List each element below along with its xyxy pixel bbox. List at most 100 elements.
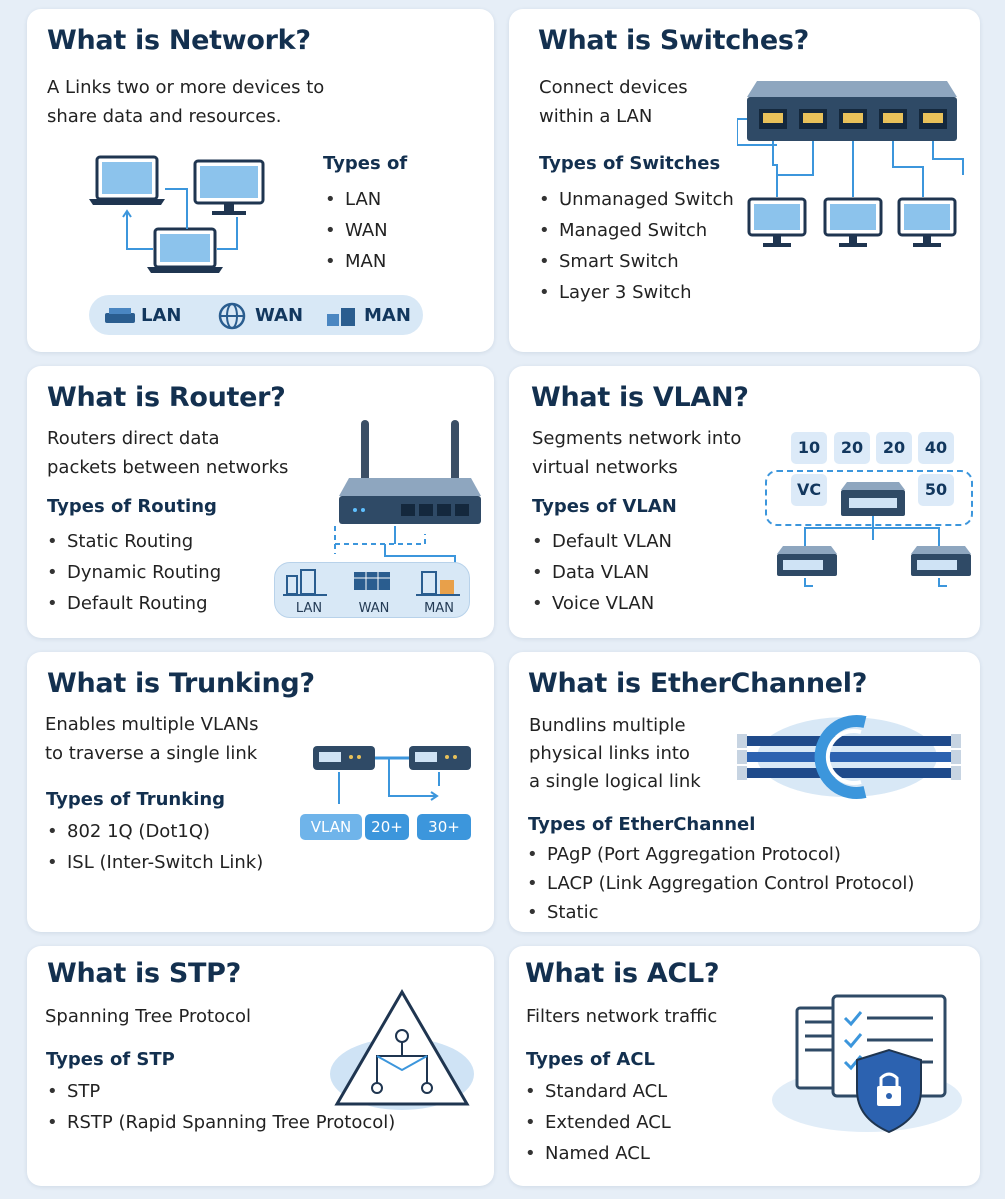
list-item: PAgP (Port Aggregation Protocol) — [527, 840, 914, 869]
trunk-vlan-box: 20+ — [365, 814, 409, 840]
types-list: Static Routing Dynamic Routing Default R… — [47, 526, 221, 619]
types-heading: Types of Switches — [539, 153, 721, 174]
monitor-icon — [823, 197, 883, 247]
laptop-icon — [89, 155, 165, 205]
man-building-icon — [416, 571, 460, 596]
card-switches: What is Switches? Connect devices within… — [509, 9, 980, 352]
man-icon — [327, 308, 355, 326]
types-list: STP RSTP (Rapid Spanning Tree Protocol) — [47, 1076, 395, 1138]
list-item: Default Routing — [47, 588, 221, 619]
list-item: LACP (Link Aggregation Control Protocol) — [527, 869, 914, 898]
card-title: What is Router? — [47, 382, 286, 413]
wan-panel-icon — [354, 572, 390, 590]
card-acl: What is ACL? Filters network traffic Typ… — [509, 946, 980, 1186]
list-item: Default VLAN — [532, 526, 672, 557]
router-net-label-wan: WAN — [358, 601, 390, 616]
cable-bundle-icon — [737, 715, 961, 799]
list-item: Extended ACL — [525, 1107, 671, 1138]
types-list: LAN WAN MAN — [325, 184, 388, 277]
list-item: Dynamic Routing — [47, 557, 221, 588]
list-item: RSTP (Rapid Spanning Tree Protocol) — [47, 1107, 395, 1138]
list-item: STP — [47, 1076, 395, 1107]
types-heading: Types of Routing — [47, 496, 217, 517]
types-list: Default VLAN Data VLAN Voice VLAN — [532, 526, 672, 619]
card-description: A Links two or more devices to share dat… — [47, 77, 325, 127]
types-list: Unmanaged Switch Managed Switch Smart Sw… — [539, 184, 734, 308]
vlan-tag: 50 — [918, 474, 954, 506]
lock-shield-icon — [856, 1048, 922, 1134]
switch-icon — [777, 546, 837, 576]
list-item: Managed Switch — [539, 215, 734, 246]
card-title: What is ACL? — [525, 958, 720, 989]
monitor-icon — [193, 159, 265, 215]
lan-icon — [105, 308, 135, 323]
chip-lan: LAN — [141, 305, 182, 326]
switch-icon — [747, 81, 957, 141]
types-heading: Types of EtherChannel — [528, 814, 756, 835]
vlan-tag: 20 — [834, 432, 870, 464]
card-description: Connect devices within a LAN — [539, 77, 688, 127]
trunk-link-illustration — [313, 746, 471, 804]
card-title: What is EtherChannel? — [528, 668, 868, 699]
vlan-tag: VC — [791, 474, 827, 506]
card-trunking: What is Trunking? Enables multiple VLANs… — [27, 652, 494, 932]
list-item: Unmanaged Switch — [539, 184, 734, 215]
card-description: Bundlins multiple physical links into a … — [529, 715, 701, 792]
card-title: What is Switches? — [538, 25, 809, 56]
chip-man: MAN — [364, 305, 411, 326]
card-title: What is STP? — [47, 958, 241, 989]
lan-building-icon — [283, 569, 327, 596]
vlan-switches-illustration — [777, 482, 971, 587]
list-item: MAN — [325, 246, 388, 277]
laptop-icon — [147, 227, 223, 273]
list-item: Named ACL — [525, 1138, 671, 1169]
router-icon — [339, 420, 481, 524]
tree-triangle-icon — [330, 989, 474, 1110]
router-net-label-man: MAN — [424, 601, 454, 616]
monitor-icon — [897, 197, 957, 247]
vlan-dashed-frame — [765, 470, 973, 526]
switch-icon — [409, 746, 471, 770]
list-item: Static Routing — [47, 526, 221, 557]
types-heading: Types of — [323, 153, 408, 174]
switch-icon — [313, 746, 375, 770]
router-links — [334, 526, 456, 566]
list-item: Static — [527, 898, 914, 927]
card-etherchannel: What is EtherChannel? Bundlins multiple … — [509, 652, 980, 932]
list-item: Data VLAN — [532, 557, 672, 588]
card-description: Routers direct data packets between netw… — [47, 428, 289, 478]
types-heading: Types of VLAN — [532, 496, 677, 517]
card-title: What is Trunking? — [47, 668, 315, 699]
vlan-tag: 20 — [876, 432, 912, 464]
card-network: What is Network? A Links two or more dev… — [27, 9, 494, 352]
list-item: Standard ACL — [525, 1076, 671, 1107]
card-description: Filters network traffic — [526, 1006, 718, 1027]
card-description: Segments network into virtual networks — [532, 428, 742, 478]
vlan-tag: 10 — [791, 432, 827, 464]
globe-icon — [218, 302, 246, 330]
list-item: Voice VLAN — [532, 588, 672, 619]
network-chip-bar — [89, 295, 423, 335]
monitor-icon — [747, 197, 807, 247]
trunk-vlan-box: VLAN — [300, 814, 362, 840]
list-item: ISL (Inter-Switch Link) — [47, 847, 263, 878]
types-heading: Types of STP — [46, 1049, 175, 1070]
switch-network-illustration — [737, 81, 964, 247]
card-description: Spanning Tree Protocol — [45, 1006, 252, 1027]
chip-wan: WAN — [255, 305, 304, 326]
list-item: Layer 3 Switch — [539, 277, 734, 308]
types-heading: Types of Trunking — [46, 789, 226, 810]
card-stp: What is STP? Spanning Tree Protocol Type… — [27, 946, 494, 1186]
acl-illustration — [772, 994, 962, 1134]
card-title: What is VLAN? — [531, 382, 749, 413]
network-devices-illustration — [89, 155, 265, 273]
card-description: Enables multiple VLANs to traverse a sin… — [45, 714, 259, 764]
card-router: What is Router? Routers direct data pack… — [27, 366, 494, 638]
list-item: LAN — [325, 184, 388, 215]
list-item: Smart Switch — [539, 246, 734, 277]
trunk-vlan-box: 30+ — [417, 814, 471, 840]
types-list: Standard ACL Extended ACL Named ACL — [525, 1076, 671, 1169]
switch-icon — [911, 546, 971, 576]
vlan-tag: 40 — [918, 432, 954, 464]
list-item: 802 1Q (Dot1Q) — [47, 816, 263, 847]
